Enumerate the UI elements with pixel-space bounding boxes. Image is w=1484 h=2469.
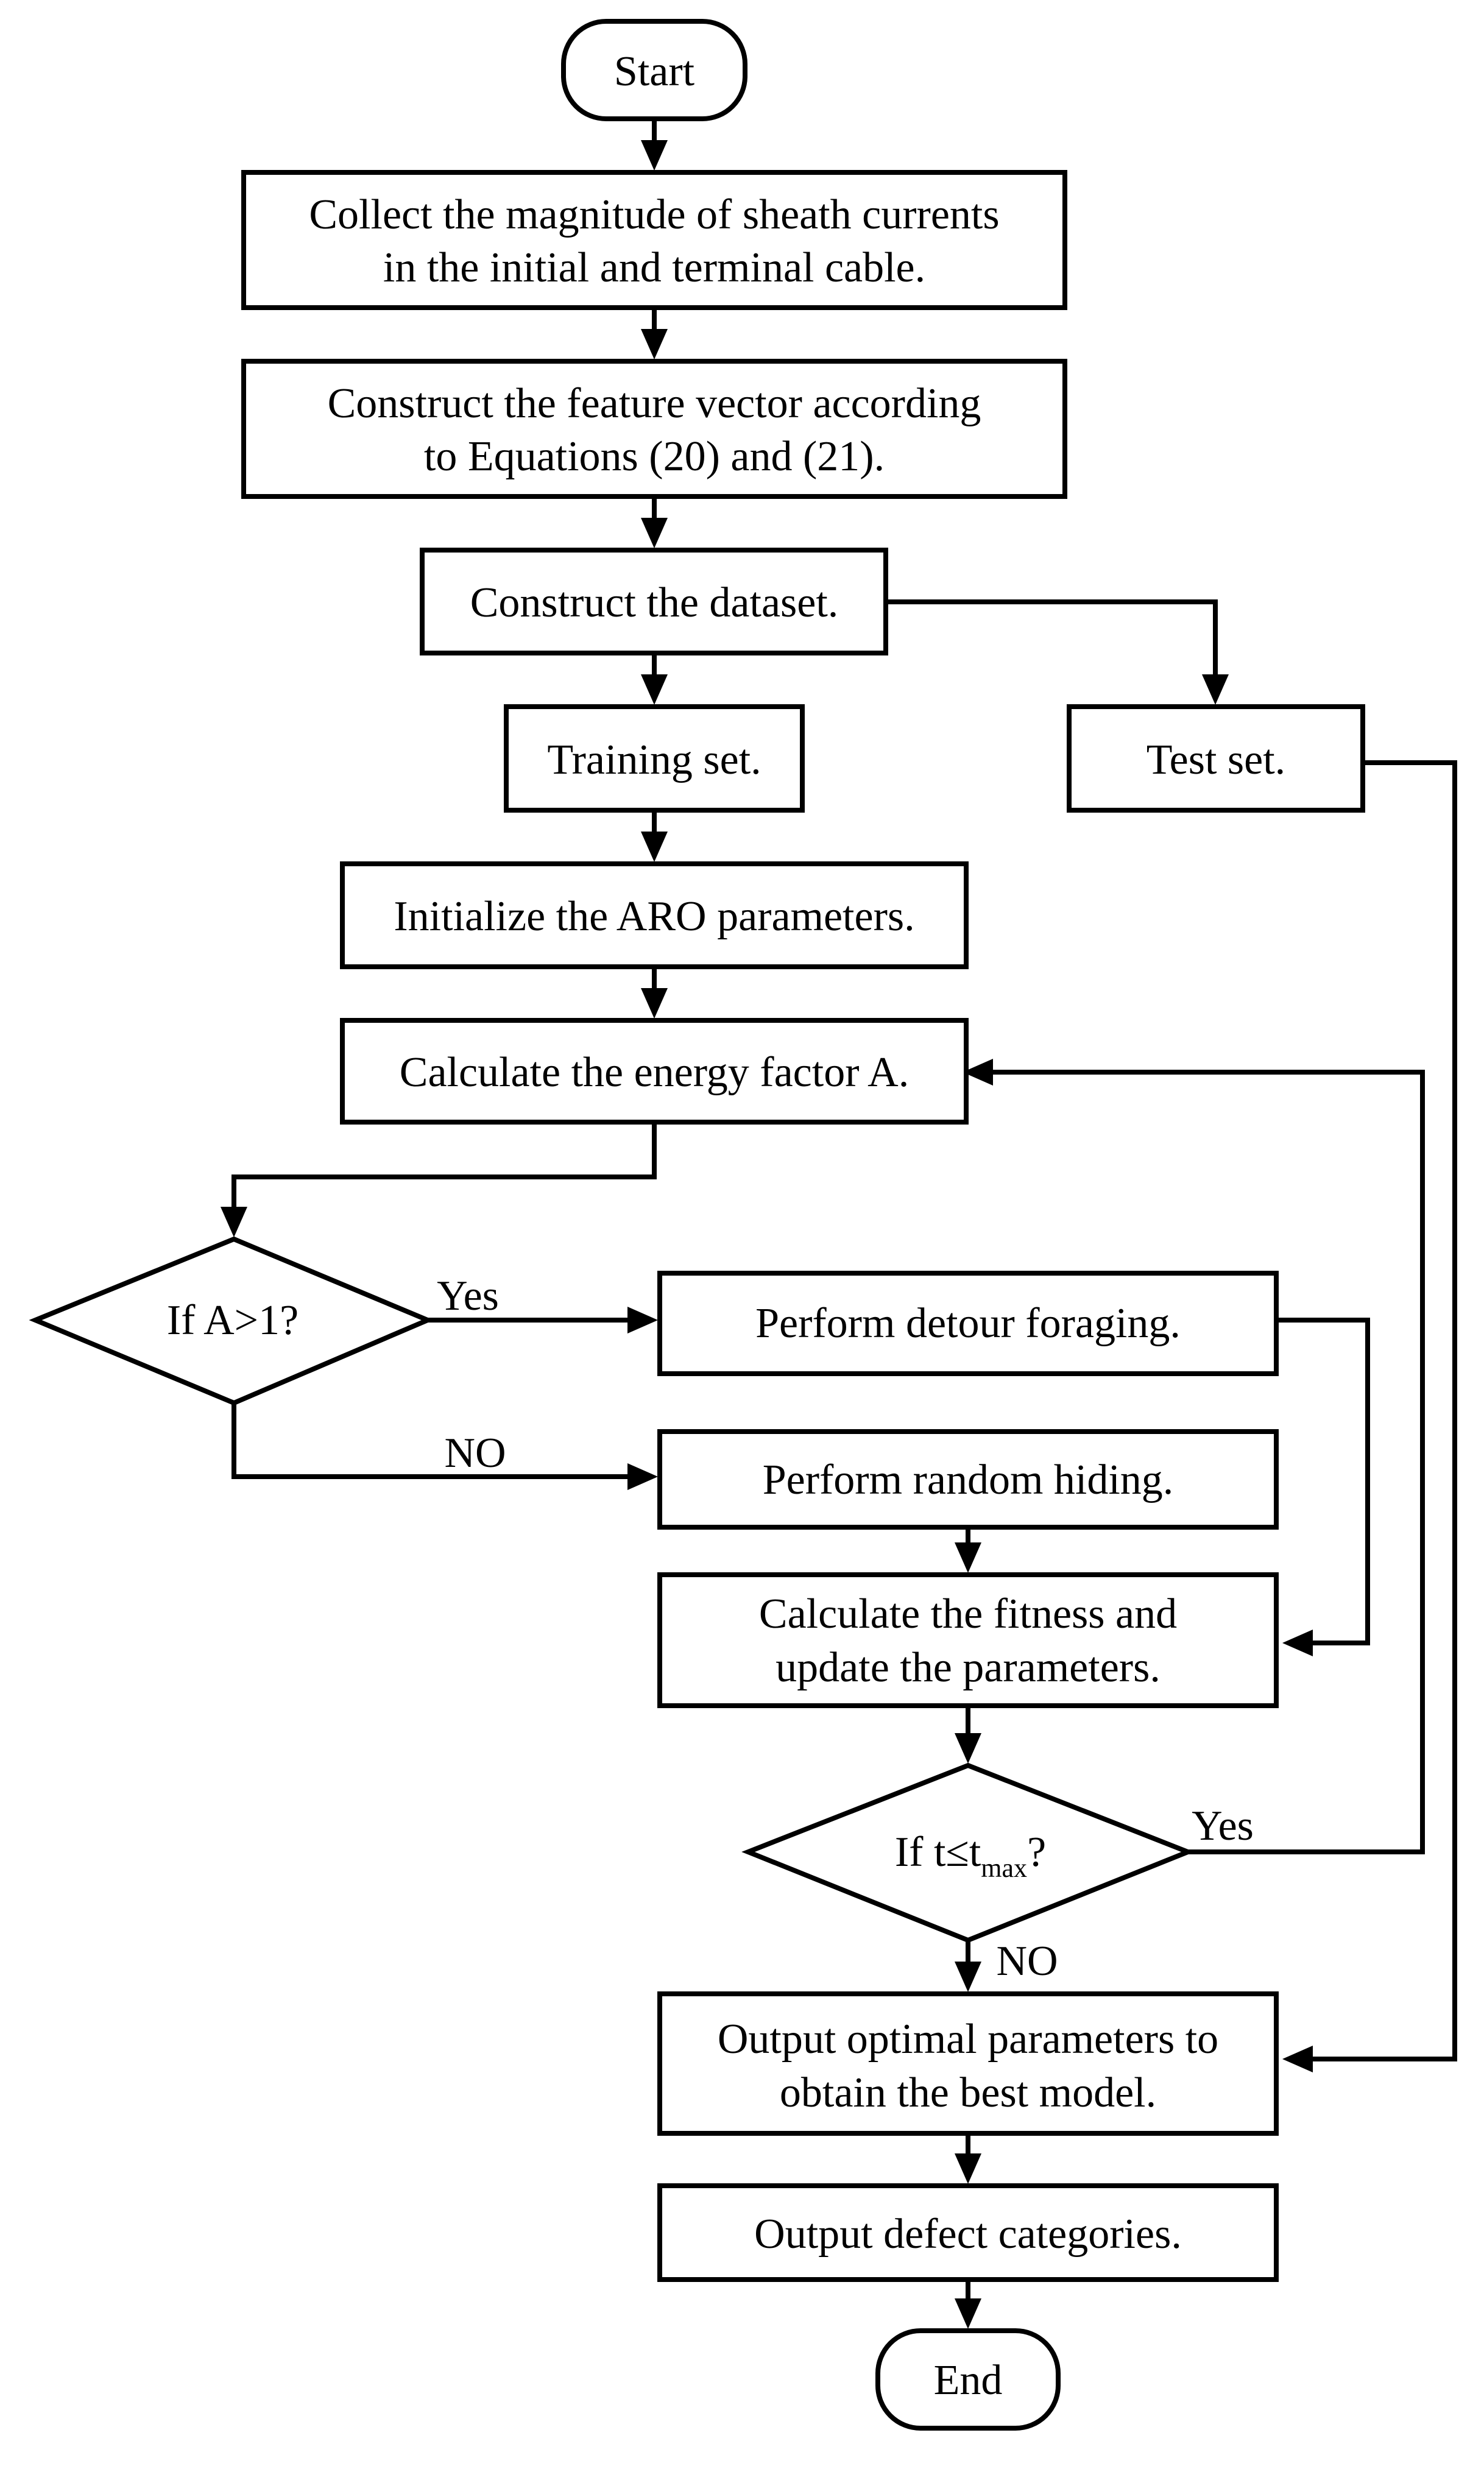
if-a-decision: If A>1? bbox=[29, 1236, 434, 1406]
fitness-label-line2: update the parameters. bbox=[776, 1644, 1161, 1691]
test-box bbox=[1067, 704, 1365, 813]
arrowhead-down bbox=[955, 1542, 981, 1573]
hiding-step: Perform random hiding. bbox=[657, 1429, 1279, 1530]
arrowhead-right bbox=[627, 1463, 658, 1490]
init-label: Initialize the ARO parameters. bbox=[394, 893, 914, 940]
arrowheads bbox=[221, 140, 1313, 2329]
if-t-decision: If t≤tmax? bbox=[741, 1762, 1195, 1943]
energy-box bbox=[340, 1018, 969, 1125]
edge-ift-yes-energy bbox=[987, 1070, 1425, 1854]
collect-label-line1: Collect the magnitude of sheath currents bbox=[309, 191, 999, 238]
edge-label-a-yes: Yes bbox=[437, 1273, 499, 1319]
output-params-label-line2: obtain the best model. bbox=[780, 2069, 1156, 2116]
collect-step: Collect the magnitude of sheath currents… bbox=[241, 170, 1067, 310]
output-params-label-line1: Output optimal parameters to bbox=[718, 2016, 1218, 2063]
fitness-label-line1: Calculate the fitness and bbox=[759, 1591, 1177, 1637]
detour-label: Perform detour foraging. bbox=[755, 1300, 1181, 1347]
if-a-diamond bbox=[29, 1236, 434, 1406]
arrowhead-down bbox=[1202, 674, 1229, 705]
edge-ifa-no-hiding bbox=[231, 1403, 631, 1479]
collect-label-line2: in the initial and terminal cable. bbox=[383, 244, 925, 291]
end-label: End bbox=[934, 2357, 1003, 2404]
edge-test-output bbox=[1310, 760, 1457, 2061]
arrowhead-left bbox=[963, 1059, 993, 1086]
edge-detour-fitness bbox=[1276, 1318, 1370, 1645]
hiding-box bbox=[657, 1429, 1279, 1530]
if-t-diamond bbox=[741, 1762, 1195, 1943]
arrowhead-right bbox=[627, 1307, 658, 1333]
if-t-suffix: ? bbox=[1027, 1829, 1046, 1876]
arrowhead-down bbox=[641, 329, 668, 359]
feature-label-line1: Construct the feature vector according bbox=[328, 380, 981, 427]
test-label: Test set. bbox=[1147, 736, 1285, 783]
arrowhead-left bbox=[1282, 2046, 1313, 2072]
output-defect-box bbox=[657, 2183, 1279, 2282]
end-node: End bbox=[875, 2328, 1061, 2431]
feature-box bbox=[241, 359, 1067, 499]
start-label: Start bbox=[614, 48, 695, 95]
edge-labels: Yes NO Yes NO bbox=[437, 1273, 1254, 1985]
training-label: Training set. bbox=[547, 736, 761, 783]
dataset-step: Construct the dataset. bbox=[420, 548, 888, 655]
collect-box bbox=[241, 170, 1067, 310]
arrowhead-down bbox=[955, 1733, 981, 1764]
arrowhead-down bbox=[641, 832, 668, 862]
edge-label-t-yes: Yes bbox=[1192, 1803, 1254, 1849]
arrowhead-down bbox=[641, 518, 668, 548]
init-step: Initialize the ARO parameters. bbox=[340, 861, 969, 969]
training-box bbox=[504, 704, 805, 813]
output-params-box bbox=[657, 1991, 1279, 2136]
fitness-step: Calculate the fitness and update the par… bbox=[657, 1572, 1279, 1708]
edge-label-t-no: NO bbox=[996, 1938, 1058, 1985]
start-node: Start bbox=[561, 19, 747, 121]
arrowhead-down bbox=[641, 988, 668, 1019]
test-step: Test set. bbox=[1067, 704, 1365, 813]
arrowhead-down bbox=[955, 2298, 981, 2329]
feature-label-line2: to Equations (20) and (21). bbox=[424, 433, 885, 480]
edge-dataset-test bbox=[886, 599, 1218, 691]
hiding-label: Perform random hiding. bbox=[763, 1457, 1174, 1503]
arrowhead-down bbox=[641, 140, 668, 171]
arrowhead-down bbox=[641, 674, 668, 705]
fitness-box bbox=[657, 1572, 1279, 1708]
energy-label: Calculate the energy factor A. bbox=[400, 1049, 909, 1096]
if-t-prefix: If t≤t bbox=[895, 1829, 981, 1876]
arrowhead-down bbox=[955, 1962, 981, 1992]
detour-box bbox=[657, 1271, 1279, 1376]
if-t-label: If t≤tmax? bbox=[895, 1829, 1046, 1883]
end-shape bbox=[875, 2328, 1061, 2431]
arrowhead-down bbox=[955, 2153, 981, 2184]
energy-step: Calculate the energy factor A. bbox=[340, 1018, 969, 1125]
arrowhead-down bbox=[221, 1207, 247, 1237]
output-params-step: Output optimal parameters to obtain the … bbox=[657, 1991, 1279, 2136]
if-t-subscript: max bbox=[981, 1853, 1027, 1883]
output-defect-label: Output defect categories. bbox=[754, 2211, 1182, 2258]
connectors bbox=[231, 119, 1457, 2301]
feature-step: Construct the feature vector according t… bbox=[241, 359, 1067, 499]
init-box bbox=[340, 861, 969, 969]
dataset-label: Construct the dataset. bbox=[470, 579, 839, 626]
edge-energy-ifa bbox=[231, 1122, 657, 1209]
start-shape bbox=[561, 19, 747, 121]
if-a-label: If A>1? bbox=[167, 1297, 299, 1344]
arrowhead-left bbox=[1282, 1630, 1313, 1656]
output-defect-step: Output defect categories. bbox=[657, 2183, 1279, 2282]
dataset-box bbox=[420, 548, 888, 655]
detour-step: Perform detour foraging. bbox=[657, 1271, 1279, 1376]
training-step: Training set. bbox=[504, 704, 805, 813]
edge-label-a-no: NO bbox=[444, 1430, 506, 1477]
